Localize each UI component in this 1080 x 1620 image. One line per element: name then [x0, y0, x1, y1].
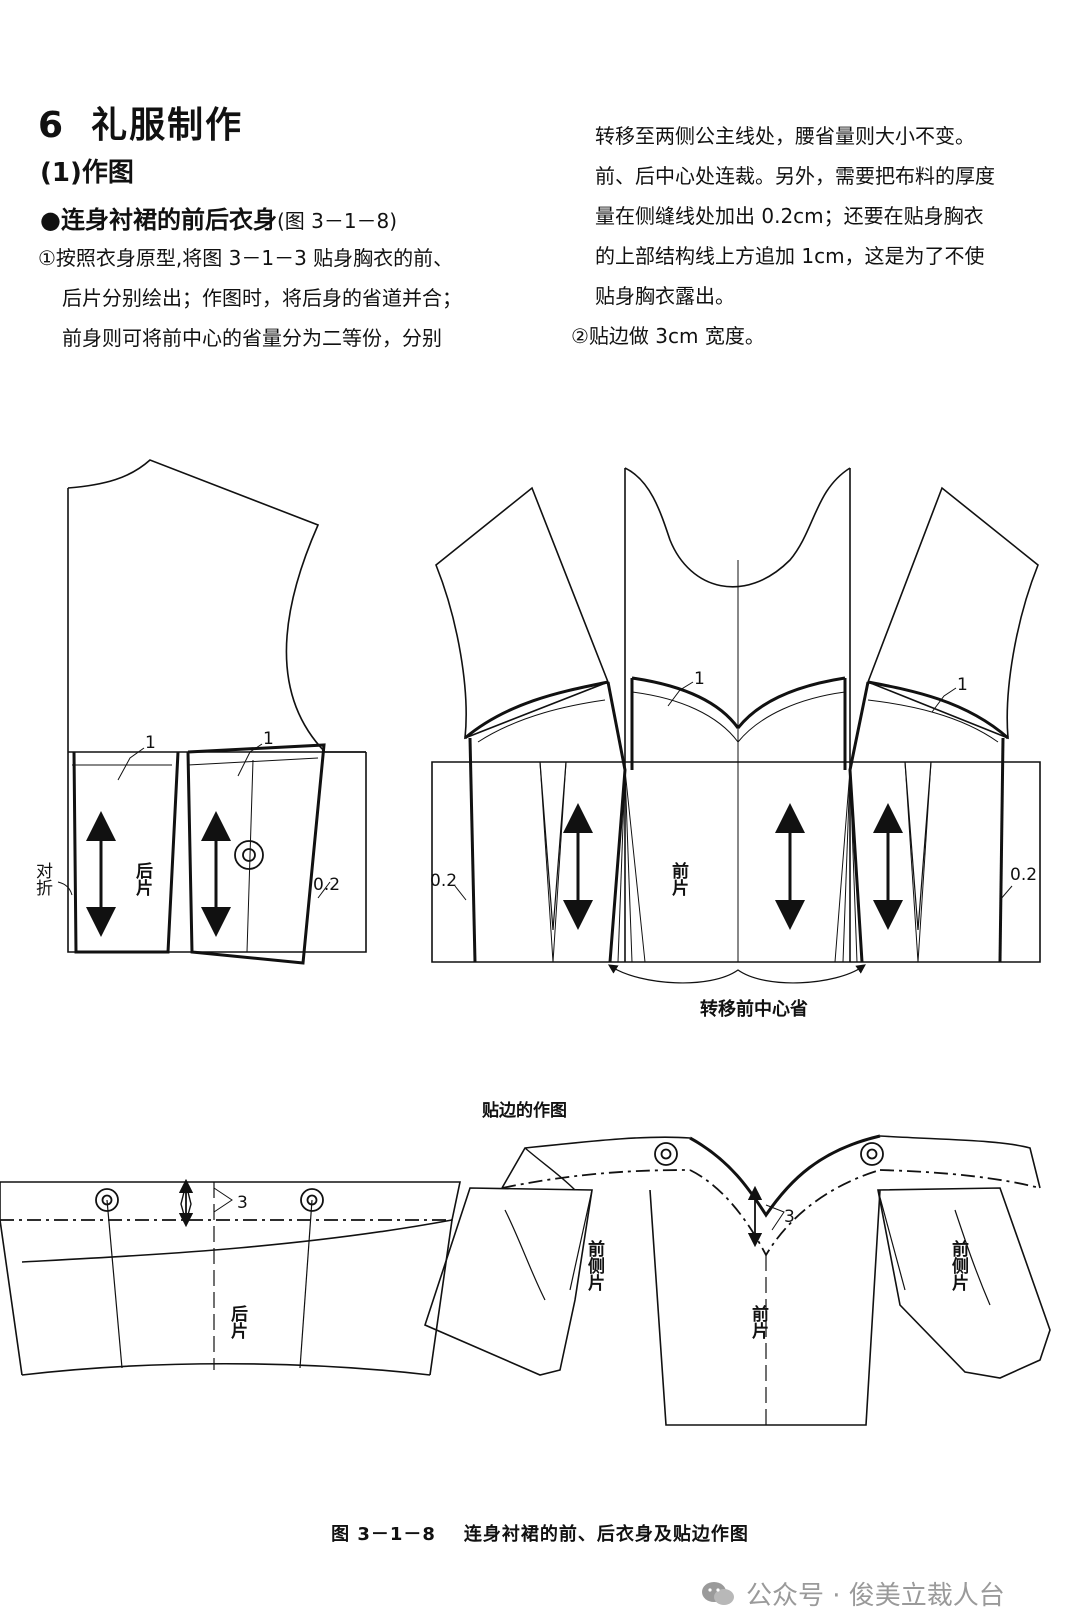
section-number: 6 — [38, 105, 66, 146]
mark-1-label: 1 — [263, 729, 274, 749]
para-line: ②贴边做 3cm 宽度。 — [571, 324, 765, 348]
para-line: 量在侧缝线处加出 0.2cm；还要在贴身胸衣 — [595, 204, 984, 228]
caption-text: 连身衬裙的前、后衣身及贴边作图 — [463, 1524, 749, 1545]
para-line: 贴身胸衣露出。 — [595, 284, 735, 308]
paragraph-right: 转移至两侧公主线处，腰省量则大小不变。 前、后中心处连裁。另外，需要把布料的厚度… — [571, 116, 1065, 356]
mark-1-label: 1 — [694, 669, 705, 689]
sub-heading: (1)作图 — [40, 158, 134, 188]
mark-02-label: 0.2 — [1010, 865, 1037, 885]
wechat-icon — [702, 1581, 734, 1605]
back-bodice-draft — [57, 459, 367, 965]
para-line: 转移至两侧公主线处，腰省量则大小不变。 — [595, 124, 975, 148]
para-line: 的上部结构线上方追加 1cm，这是为了不使 — [595, 244, 985, 268]
front-side-facing-label: 前侧片 — [584, 1240, 604, 1291]
back-facing-draft — [0, 1178, 461, 1376]
section-title: 礼服制作 — [91, 105, 244, 146]
bullet-title: ●连身衬裙的前后衣身 — [40, 206, 277, 234]
back-facing-label: 后片 — [227, 1305, 247, 1339]
watermark-text: 公众号 · 俊美立裁人台 — [746, 1581, 1005, 1611]
facing-title: 贴边的作图 — [482, 1100, 567, 1121]
watermark: 公众号 · 俊美立裁人台 — [700, 1575, 1005, 1612]
front-facing-draft — [424, 1134, 1051, 1426]
front-side-facing-label: 前侧片 — [948, 1240, 968, 1291]
figure-caption: 图 3－1－8 连身衬裙的前、后衣身及贴边作图 — [0, 1520, 1080, 1546]
mark-3-label: 3 — [237, 1193, 248, 1213]
mark-1-label: 1 — [957, 675, 968, 695]
mark-02-label: 0.2 — [313, 875, 340, 895]
caption-number: 图 3－1－8 — [331, 1524, 436, 1545]
fold-label: 对折 — [32, 862, 52, 896]
back-piece-label: 后片 — [132, 862, 152, 896]
paragraph-left: ①按照衣身原型,将图 3－1－3 贴身胸衣的前、 后片分别绘出；作图时，将后身的… — [38, 238, 543, 358]
para-line: 前身则可将前中心的省量分为二等份，分别 — [62, 326, 442, 350]
front-bodice-draft — [431, 467, 1041, 984]
figure-ref: (图 3－1－8) — [276, 209, 398, 233]
mark-3-label: 3 — [784, 1207, 795, 1227]
front-piece-label: 前片 — [668, 862, 688, 896]
bullet-heading: ●连身衬裙的前后衣身(图 3－1－8) — [40, 200, 397, 235]
section-heading: 6 礼服制作 — [38, 96, 243, 148]
mark-1-label: 1 — [145, 733, 156, 753]
para-line: 后片分别绘出；作图时，将后身的省道并合； — [62, 286, 462, 310]
front-facing-label: 前片 — [748, 1305, 768, 1339]
para-line: 前、后中心处连裁。另外，需要把布料的厚度 — [595, 164, 995, 188]
transfer-label: 转移前中心省 — [700, 998, 808, 1020]
para-line: ①按照衣身原型,将图 3－1－3 贴身胸衣的前、 — [38, 246, 454, 270]
mark-02-label: 0.2 — [430, 871, 457, 891]
